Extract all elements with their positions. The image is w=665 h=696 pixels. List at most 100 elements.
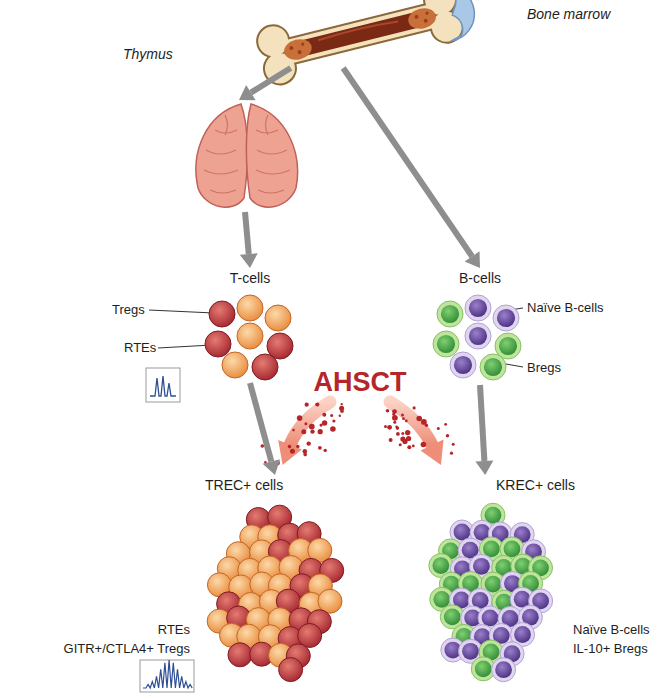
dot xyxy=(444,423,447,426)
dot xyxy=(413,406,416,409)
dot xyxy=(399,443,402,446)
thymus-illustration xyxy=(196,104,298,207)
breg-core xyxy=(499,337,517,355)
dot xyxy=(401,413,404,416)
callout-label: Naïve B-cells xyxy=(527,300,604,315)
treg-cell xyxy=(279,658,303,682)
krec-cell-cluster: KREC+ cells xyxy=(410,475,570,693)
naive-b-core xyxy=(469,327,487,345)
dot xyxy=(307,441,311,445)
naive-b-core xyxy=(514,626,531,643)
dot xyxy=(437,427,440,430)
naive-b-core xyxy=(454,356,472,374)
dot xyxy=(401,432,404,435)
callout-label: IL-10+ Bregs xyxy=(573,641,648,656)
arrow-shaft xyxy=(245,212,249,254)
dot xyxy=(324,449,327,452)
dot xyxy=(288,445,292,449)
dot xyxy=(392,415,398,421)
dot xyxy=(332,419,335,422)
naive-b-cell xyxy=(450,352,476,378)
naive-b-core xyxy=(469,299,487,317)
flow-arrow xyxy=(240,212,258,268)
dot xyxy=(310,429,314,433)
bone-illustration xyxy=(255,0,480,87)
dot xyxy=(304,422,307,425)
arrow-head xyxy=(475,461,493,475)
arrow-shaft xyxy=(250,383,271,461)
naive-b-cell xyxy=(492,658,516,682)
t-cell xyxy=(222,352,248,378)
t-cell-cluster: T-cells xyxy=(195,268,305,383)
naive-b-core xyxy=(482,610,499,627)
dot xyxy=(309,424,315,430)
dot xyxy=(305,403,309,407)
naive-b-cell xyxy=(465,295,491,321)
breg-core xyxy=(484,358,502,376)
naive-b-cell xyxy=(493,305,519,331)
naive-b-core xyxy=(497,309,515,327)
dot xyxy=(341,403,343,405)
breg-core xyxy=(475,660,492,677)
t-cell xyxy=(265,305,291,331)
arrow-head xyxy=(465,251,480,268)
dot xyxy=(387,425,392,430)
arrow-head xyxy=(263,459,280,475)
flow-arrow xyxy=(475,385,493,475)
trec-cell-cluster: TREC+ cells xyxy=(195,475,355,690)
treg-cell xyxy=(252,354,278,380)
callout-label: Bregs xyxy=(527,360,561,375)
dot xyxy=(315,402,319,406)
dot xyxy=(407,445,411,449)
dot xyxy=(386,409,390,413)
node-label: B-cells xyxy=(459,270,501,286)
breg-core xyxy=(444,608,461,625)
dot xyxy=(301,429,306,434)
ahsct-arrows xyxy=(278,402,443,465)
dot xyxy=(421,419,427,425)
naive-b-core xyxy=(495,661,512,678)
dot xyxy=(303,453,307,457)
breg-cell xyxy=(437,301,463,327)
dot xyxy=(318,446,322,450)
dot xyxy=(322,413,326,417)
dot xyxy=(340,409,344,413)
dot xyxy=(450,452,453,455)
dot xyxy=(339,415,341,417)
dot xyxy=(406,436,411,441)
arrow-head xyxy=(239,85,256,100)
thymus-organ: Thymus xyxy=(185,100,305,212)
treatment-label: AHSCT xyxy=(314,367,407,397)
dot xyxy=(322,420,327,425)
arrow-shaft xyxy=(251,68,291,93)
dot xyxy=(452,443,455,446)
node-label: KREC+ cells xyxy=(496,477,575,493)
dot xyxy=(296,445,300,449)
t-cell xyxy=(237,295,263,321)
breg-cell xyxy=(480,354,506,380)
callout-label: RTEs xyxy=(158,622,190,637)
naive-b-core xyxy=(462,643,479,660)
flow-arrow xyxy=(343,68,480,268)
breg-core xyxy=(437,335,455,353)
dot xyxy=(290,449,295,454)
callout-label: Naïve B-cells xyxy=(573,622,650,637)
breg-core xyxy=(432,557,449,574)
node-label: Bone marrow xyxy=(527,6,610,22)
arrow-shaft xyxy=(480,385,484,461)
flow-arrow xyxy=(250,383,280,475)
dot xyxy=(330,414,333,417)
node-label: Thymus xyxy=(123,46,173,62)
treg-cell xyxy=(228,643,252,667)
treg-cell xyxy=(209,301,235,327)
flow-arrow xyxy=(239,68,291,100)
breg-core xyxy=(441,305,459,323)
breg-core xyxy=(433,591,450,608)
dot xyxy=(393,421,396,424)
b-cell-cluster: B-cells xyxy=(425,268,535,385)
dot xyxy=(405,430,410,435)
dot xyxy=(292,429,295,432)
